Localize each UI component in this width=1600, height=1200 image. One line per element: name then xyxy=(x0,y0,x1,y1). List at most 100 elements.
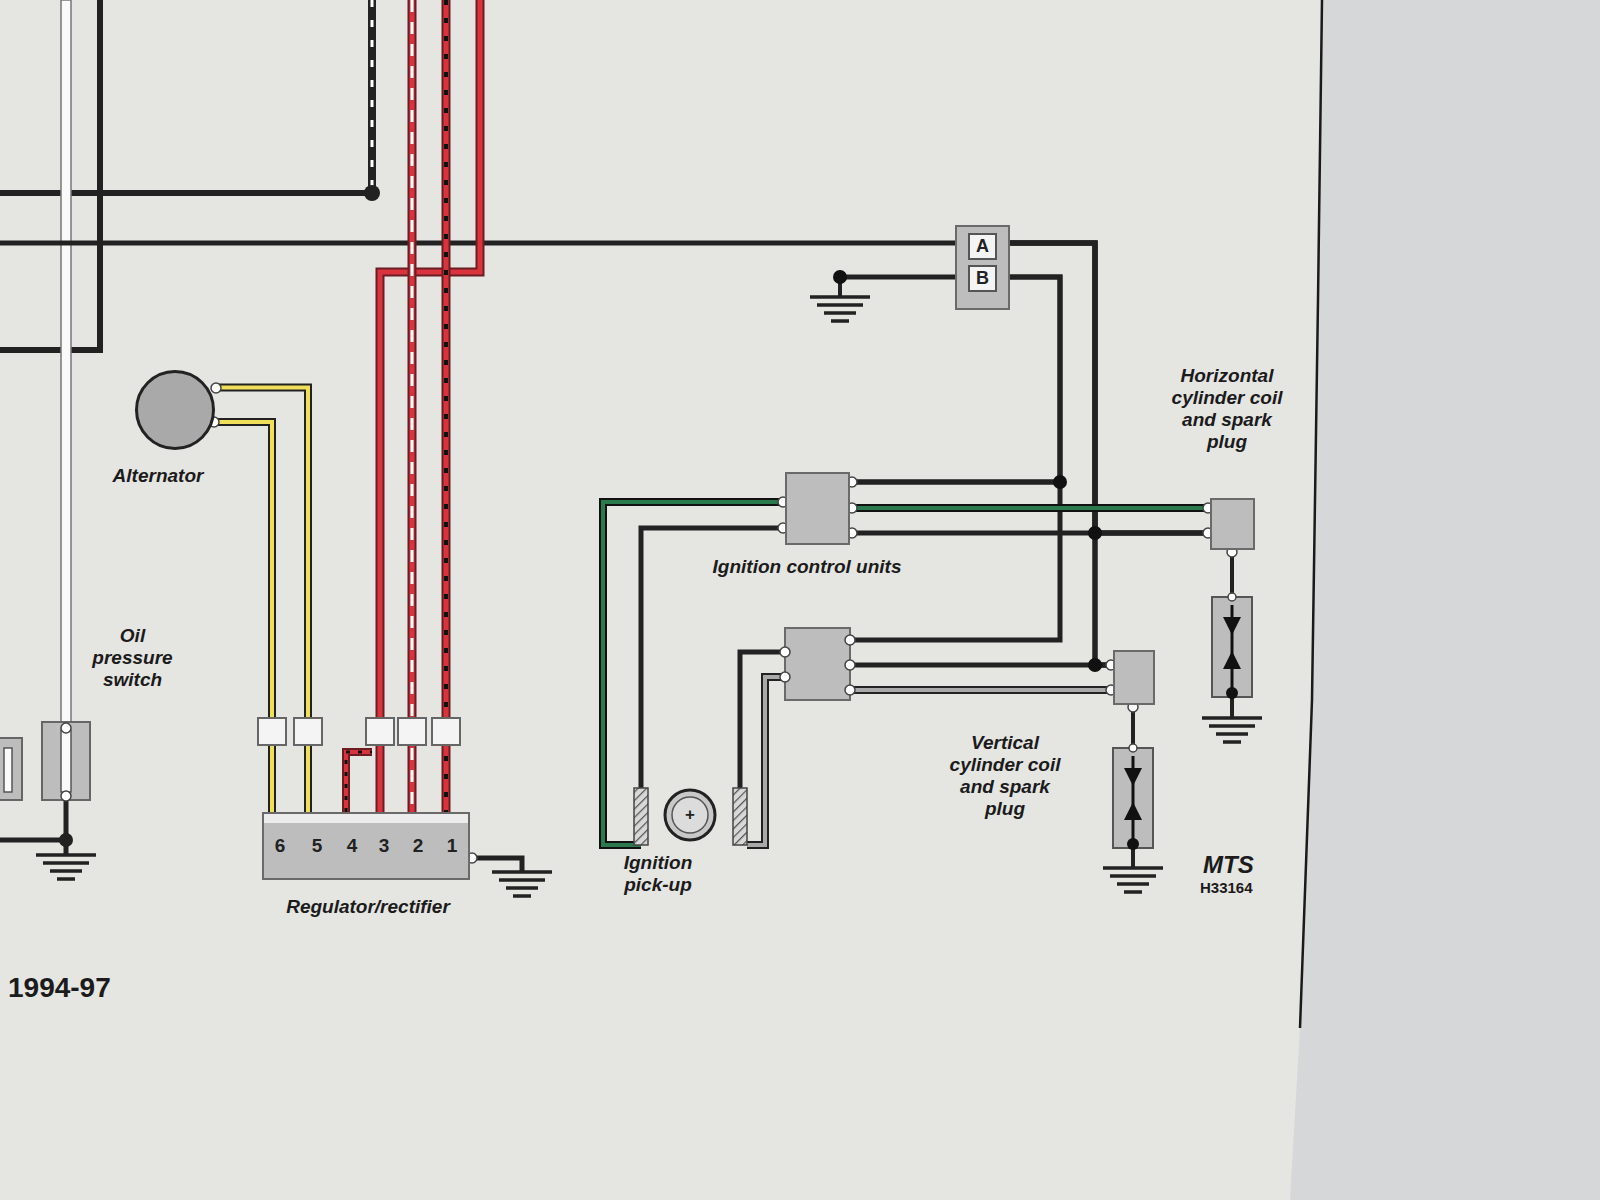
terminal xyxy=(1129,744,1137,752)
part-label: Ignition pick-up xyxy=(624,852,693,895)
wire-stripe xyxy=(444,0,448,812)
terminal-letter: B xyxy=(976,268,989,288)
part-label: Oil pressure switch xyxy=(80,625,185,691)
figure-code: H33164 xyxy=(1200,879,1253,896)
pickup-terminal xyxy=(634,788,648,845)
pin-number: 3 xyxy=(379,835,390,856)
alternator: Alternator xyxy=(135,370,215,450)
part-label: Horizontal cylinder coil and spark plug xyxy=(1172,365,1283,452)
terminal-letter: B xyxy=(968,265,997,292)
pickup-terminal xyxy=(733,788,747,845)
terminal xyxy=(845,685,855,695)
wire-stripe xyxy=(346,752,372,812)
red-wire-core xyxy=(444,0,449,812)
ground-symbol xyxy=(1202,718,1262,742)
connector-housing: AB xyxy=(955,225,1010,310)
pickup-symbol xyxy=(634,788,747,845)
switch-body xyxy=(42,722,90,800)
red-wire xyxy=(380,0,480,812)
black-wire xyxy=(0,0,100,350)
junction-dot xyxy=(59,833,73,847)
ignition-pickup: +Ignition pick-up xyxy=(628,788,754,850)
black-wire xyxy=(0,190,372,196)
terminal xyxy=(61,723,71,733)
wire-stripe xyxy=(371,0,374,188)
plug-connector xyxy=(398,718,426,745)
red-wire-core xyxy=(380,0,480,812)
junction-dot xyxy=(833,270,847,284)
red-black-wire xyxy=(442,0,451,812)
red-wire-core xyxy=(346,752,372,812)
wire-outline xyxy=(850,504,1210,512)
wire-core xyxy=(215,388,308,812)
ignition-control-unit xyxy=(785,628,850,700)
part-label: Regulator/rectifier xyxy=(286,896,450,917)
pin-number: 4 xyxy=(338,835,366,857)
plug-connector xyxy=(432,718,460,745)
part-label: Oil pressure switch xyxy=(92,625,172,690)
yellow-wire xyxy=(215,388,308,812)
grey-wire xyxy=(747,677,787,845)
part-label: Vertical cylinder coil and spark plug xyxy=(945,732,1065,820)
terminal xyxy=(780,672,790,682)
yellow-wire-core xyxy=(212,422,272,812)
part-label: Horizontal cylinder coil and spark plug xyxy=(1167,365,1287,453)
black-wire xyxy=(840,275,957,280)
green-wire xyxy=(603,502,785,845)
red-black-wire xyxy=(346,752,372,812)
ground-symbol xyxy=(1103,868,1163,892)
grey-wire-core xyxy=(747,677,787,845)
grey-wire xyxy=(850,686,1115,694)
wire-connectors xyxy=(258,718,460,745)
part-label: Ignition pick-up xyxy=(608,852,708,896)
black-white-wire xyxy=(368,0,376,193)
ground-lead xyxy=(0,800,66,855)
pin-number: 2 xyxy=(413,835,424,856)
black-wire xyxy=(1010,243,1113,665)
terminals xyxy=(209,383,1237,863)
white-wire xyxy=(61,0,71,724)
part-label: Ignition control units xyxy=(713,556,902,577)
ground-symbol xyxy=(810,297,870,321)
wire-outline xyxy=(1010,243,1113,665)
green-wire xyxy=(850,508,1210,509)
terminal xyxy=(780,647,790,657)
part-label: Alternator xyxy=(113,465,204,486)
red-white-wire xyxy=(408,0,417,812)
junction-dot xyxy=(1088,526,1102,540)
switch-contact xyxy=(61,730,71,792)
part-label: Ignition control units xyxy=(710,556,905,578)
oil-pressure-switch: Oil pressure switch xyxy=(42,722,90,800)
red-wire-core xyxy=(410,0,415,812)
junction-dot xyxy=(1088,658,1102,672)
wire-stripe xyxy=(411,0,414,812)
switch-body xyxy=(0,738,22,800)
oil-pressure-switch-symbol xyxy=(0,722,90,847)
wire-outline xyxy=(215,388,308,812)
coil-spark-plug-symbol xyxy=(1212,597,1252,699)
grey-wire-core xyxy=(850,688,1115,692)
coil-connector: Vertical cylinder coil and spark plug xyxy=(1113,650,1155,705)
terminal xyxy=(845,635,855,645)
terminal xyxy=(845,660,855,670)
black-wire xyxy=(850,663,1115,668)
ignition-control-unit: Ignition control units xyxy=(785,472,850,545)
regulator-rectifier: 654321Regulator/rectifier xyxy=(262,812,470,880)
pin-number: 6 xyxy=(275,835,286,856)
year-range: 1994-97 xyxy=(8,972,111,1003)
pin-number: 5 xyxy=(312,835,323,856)
yellow-wire xyxy=(212,422,272,812)
pin-number: 5 xyxy=(303,835,331,857)
part-label: Regulator/rectifier xyxy=(234,896,502,918)
publisher-mark: MTS xyxy=(1203,851,1254,878)
terminal xyxy=(211,383,221,393)
polarity-mark: + xyxy=(678,805,702,825)
plug-connector xyxy=(366,718,394,745)
plug-connector xyxy=(258,718,286,745)
wire-core xyxy=(1010,243,1113,665)
